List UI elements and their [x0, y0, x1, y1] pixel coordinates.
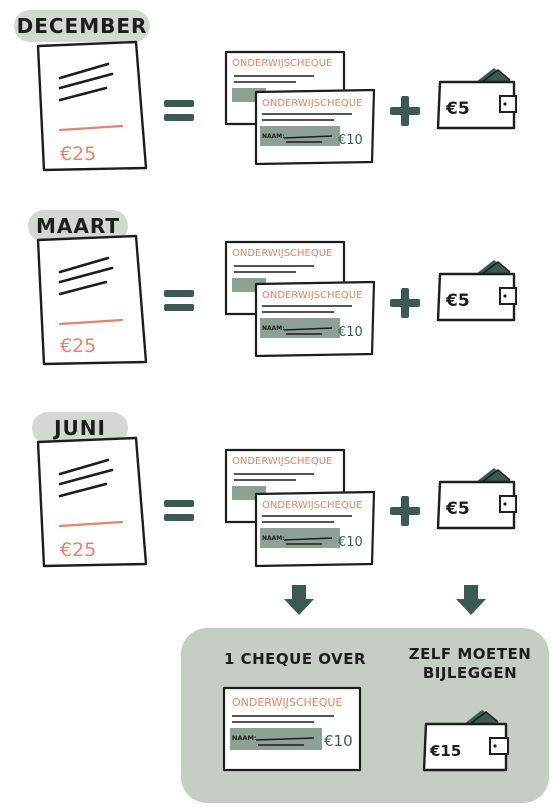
row-juni: €25 ONDERWIJSCHEQUE ONDERWIJSCHEQUE NAAM… [36, 436, 518, 568]
summary-left-title-text: 1 CHEQUE OVER [223, 650, 367, 668]
name-label: NAAM: [262, 133, 285, 140]
name-label: NAAM: [262, 325, 285, 332]
name-label: NAAM: [232, 734, 257, 742]
invoice-amount: €25 [60, 143, 96, 165]
name-label: NAAM: [262, 535, 285, 542]
summary-right-title-line1: ZELF MOETEN [408, 645, 532, 663]
month-label: MAART [35, 214, 120, 238]
cheque-label: ONDERWIJSCHEQUE [232, 248, 332, 259]
invoice-amount: €25 [60, 335, 96, 357]
cheque-label: ONDERWIJSCHEQUE [232, 58, 332, 69]
cheque-label: ONDERWIJSCHEQUE [232, 456, 332, 467]
cheque-value: €10 [338, 325, 363, 340]
summary-right-title: ZELF MOETEN BIJLEGGEN [400, 645, 540, 683]
wallet-amount: €5 [445, 499, 470, 519]
cheque-label: ONDERWIJSCHEQUE [262, 290, 362, 301]
wallet-amount: €15 [429, 742, 461, 760]
cheque-value: €10 [338, 133, 363, 148]
cheque-value: €10 [324, 732, 353, 750]
wallet-amount: €5 [445, 291, 470, 311]
cheque-label: ONDERWIJSCHEQUE [262, 98, 362, 109]
row-december: €25 ONDERWIJSCHEQUE ONDERWIJSCHEQUE NAAM… [36, 40, 518, 172]
invoice-amount: €25 [60, 539, 96, 561]
cheque-label: ONDERWIJSCHEQUE [262, 500, 362, 511]
summary-left-title: 1 CHEQUE OVER [220, 650, 370, 669]
month-label: DECEMBER [16, 14, 148, 38]
cheque-label: ONDERWIJSCHEQUE [232, 696, 342, 709]
wallet-icon [422, 708, 510, 772]
month-label: JUNI [54, 416, 106, 440]
cheque-value: €10 [338, 535, 363, 550]
summary-right-title-line2: BIJLEGGEN [422, 664, 518, 682]
wallet-amount: €5 [445, 99, 470, 119]
row-maart: €25 ONDERWIJSCHEQUE ONDERWIJSCHEQUE NAAM… [36, 234, 518, 366]
month-tag-december: DECEMBER [14, 10, 150, 42]
